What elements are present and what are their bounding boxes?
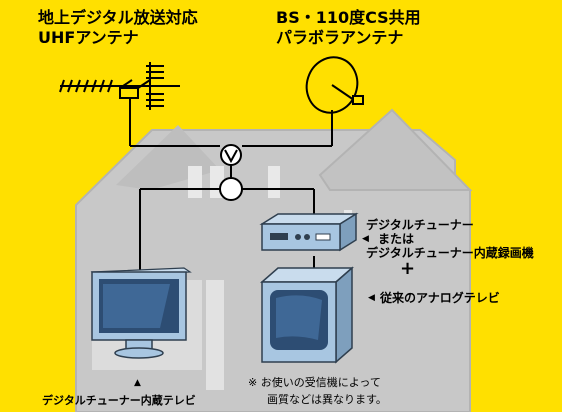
house-window <box>206 280 224 390</box>
tuner-label-line1: デジタルチューナー <box>366 218 474 232</box>
left-arrow-icon: ◀ <box>368 293 375 303</box>
left-arrow-icon: ◀ <box>362 234 369 244</box>
uhf-label-line2: UHFアンテナ <box>38 28 139 47</box>
mixer-icon <box>220 144 242 166</box>
bs-label-line1: BS・110度CS共用 <box>276 8 421 27</box>
bs-antenna-label: BS・110度CS共用 パラボラアンテナ <box>276 8 421 48</box>
house-window <box>268 166 280 198</box>
tuner-label-line3: デジタルチューナー内蔵録画機 <box>366 246 534 260</box>
bs-label-line2: パラボラアンテナ <box>276 28 404 47</box>
uhf-antenna-label: 地上デジタル放送対応 UHFアンテナ <box>38 8 198 48</box>
analog-tv <box>260 266 354 364</box>
parabolic-antenna-icon <box>305 56 364 128</box>
uhf-antenna-icon <box>59 62 180 110</box>
plus-sign: + <box>400 258 416 279</box>
note-line2: 画質などは異なります。 <box>267 393 387 406</box>
analog-tv-label: 従来のアナログテレビ <box>380 291 500 305</box>
up-arrow-icon: ▲ <box>134 378 141 388</box>
digital-tuner-box <box>259 212 359 252</box>
digital-tv-label: デジタルチューナー内蔵テレビ <box>42 394 196 407</box>
house-window <box>188 166 202 198</box>
digital-flat-tv <box>90 267 192 359</box>
uhf-label-line1: 地上デジタル放送対応 <box>38 8 198 27</box>
note-line1: ※ お使いの受信機によって <box>248 376 381 389</box>
splitter-icon <box>219 177 243 201</box>
cables <box>129 98 333 270</box>
tuner-label-line2: または <box>378 232 415 246</box>
